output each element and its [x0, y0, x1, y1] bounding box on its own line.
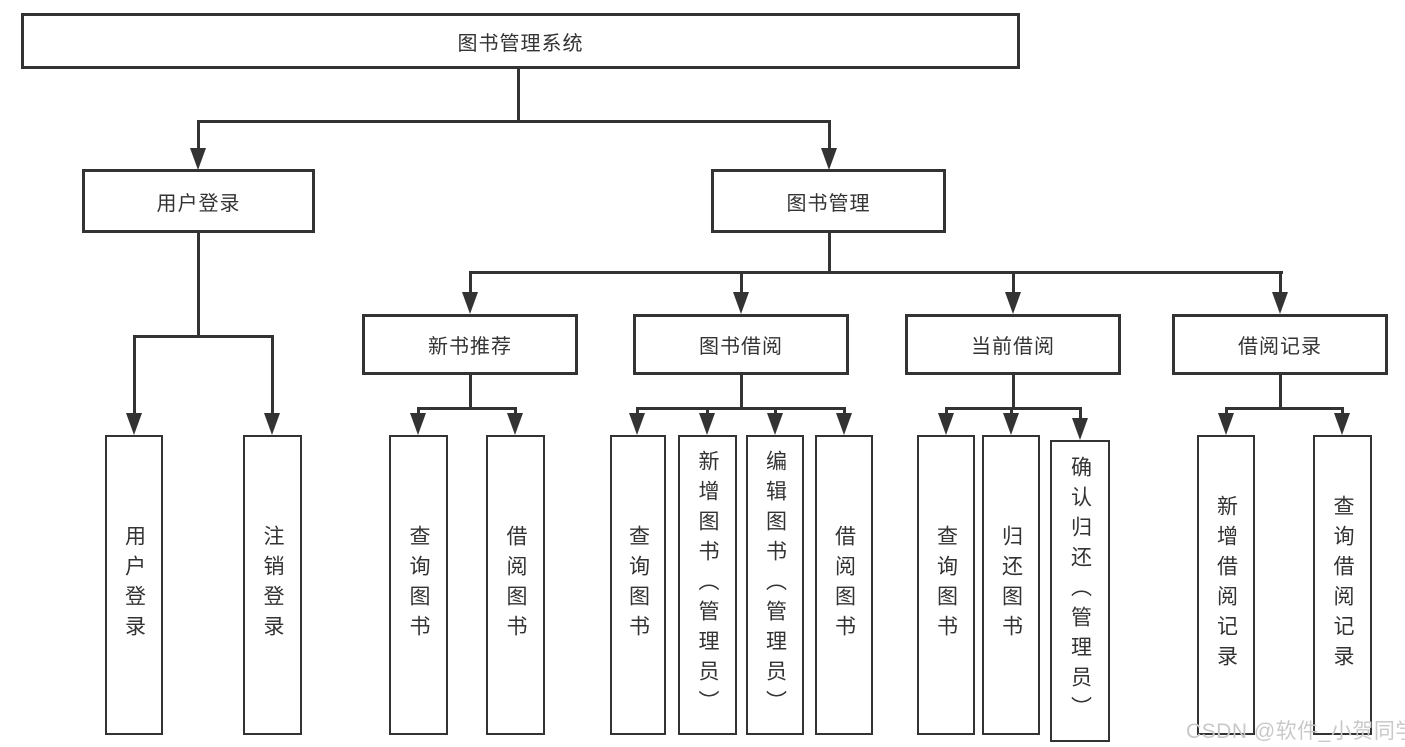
- arrowhead-icon: [410, 413, 426, 435]
- leaf-borrow-add-books-admin-label: 新增图书（管理员）: [696, 450, 719, 720]
- tree-line: [945, 407, 1082, 410]
- leaf-borrow-query-books-label: 查询图书: [626, 525, 650, 645]
- tree-line: [417, 407, 517, 410]
- tree-line: [133, 335, 274, 338]
- arrowhead-icon: [836, 413, 852, 435]
- tree-line: [774, 407, 777, 416]
- tree-line: [1341, 407, 1344, 416]
- leaf-borrow-edit-books-admin: 编辑图书（管理员）: [746, 435, 804, 735]
- leaf-borrow-borrow-books-label: 借阅图书: [832, 525, 856, 645]
- tree-line: [843, 407, 846, 416]
- tree-line: [197, 233, 200, 337]
- arrowhead-icon: [190, 148, 206, 170]
- leaf-records-query-record: 查询借阅记录: [1313, 435, 1372, 735]
- tree-line: [828, 233, 831, 273]
- leaf-current-confirm-return-admin: 确认归还（管理员）: [1050, 440, 1110, 742]
- leaf-current-query-books-label: 查询图书: [934, 525, 958, 645]
- arrowhead-icon: [1072, 418, 1088, 440]
- leaf-records-query-record-label: 查询借阅记录: [1331, 495, 1354, 675]
- tree-line: [417, 407, 420, 416]
- tree-line: [1012, 374, 1015, 409]
- arrowhead-icon: [507, 413, 523, 435]
- arrowhead-icon: [733, 292, 749, 314]
- node-current-borrow: 当前借阅: [905, 314, 1121, 375]
- leaf-logout-label: 注销登录: [261, 525, 284, 645]
- leaf-user-login-label: 用户登录: [122, 525, 146, 645]
- node-new-book-recommend-label: 新书推荐: [428, 336, 512, 358]
- tree-line: [469, 271, 1283, 274]
- node-user-login: 用户登录: [82, 169, 315, 233]
- tree-line: [197, 120, 200, 152]
- leaf-newbook-query-books-label: 查询图书: [407, 525, 430, 645]
- leaf-logout: 注销登录: [243, 435, 302, 735]
- arrowhead-icon: [767, 413, 783, 435]
- arrowhead-icon: [1005, 292, 1021, 314]
- node-root-label: 图书管理系统: [457, 32, 584, 55]
- tree-line: [271, 335, 274, 417]
- leaf-user-login: 用户登录: [105, 435, 163, 735]
- tree-line: [828, 120, 831, 152]
- tree-line: [740, 271, 743, 295]
- arrowhead-icon: [1218, 413, 1234, 435]
- tree-line: [1225, 407, 1228, 416]
- tree-line: [197, 120, 831, 123]
- tree-line: [1225, 407, 1344, 410]
- tree-line: [514, 407, 517, 416]
- leaf-newbook-borrow-books-label: 借阅图书: [504, 525, 527, 645]
- leaf-borrow-query-books: 查询图书: [610, 435, 666, 735]
- tree-line: [636, 407, 639, 416]
- node-new-book-recommend: 新书推荐: [362, 314, 578, 375]
- tree-line: [1079, 407, 1082, 420]
- tree-line: [469, 271, 472, 295]
- node-root-library-system: 图书管理系统: [21, 13, 1020, 69]
- node-book-borrow: 图书借阅: [633, 314, 849, 375]
- node-book-borrow-label: 图书借阅: [699, 336, 783, 358]
- arrowhead-icon: [462, 292, 478, 314]
- arrowhead-icon: [1272, 292, 1288, 314]
- arrowhead-icon: [1003, 413, 1019, 435]
- tree-line: [133, 335, 136, 417]
- arrowhead-icon: [1334, 413, 1350, 435]
- tree-line: [636, 407, 846, 410]
- tree-line: [1279, 374, 1282, 409]
- tree-line: [706, 407, 709, 416]
- tree-line: [1279, 271, 1282, 295]
- arrowhead-icon: [821, 148, 837, 170]
- tree-line: [945, 407, 948, 416]
- leaf-newbook-borrow-books: 借阅图书: [486, 435, 545, 735]
- node-user-login-label: 用户登录: [156, 192, 241, 215]
- node-borrow-records: 借阅记录: [1172, 314, 1388, 375]
- leaf-current-return-books-label: 归还图书: [999, 525, 1023, 645]
- leaf-records-add-record: 新增借阅记录: [1197, 435, 1255, 735]
- node-book-management: 图书管理: [711, 169, 946, 233]
- csdn-watermark: CSDN @软件_小贺同学: [1186, 720, 1405, 743]
- node-borrow-records-label: 借阅记录: [1238, 336, 1322, 358]
- leaf-borrow-edit-books-admin-label: 编辑图书（管理员）: [763, 450, 787, 720]
- tree-line: [469, 374, 472, 409]
- arrowhead-icon: [264, 413, 280, 435]
- tree-line: [517, 69, 520, 121]
- tree-line: [1012, 271, 1015, 295]
- leaf-current-query-books: 查询图书: [917, 435, 975, 735]
- leaf-current-confirm-return-admin-label: 确认归还（管理员）: [1068, 456, 1092, 726]
- leaf-newbook-query-books: 查询图书: [389, 435, 448, 735]
- arrowhead-icon: [126, 413, 142, 435]
- node-current-borrow-label: 当前借阅: [971, 336, 1055, 358]
- tree-line: [1010, 407, 1013, 416]
- arrowhead-icon: [938, 413, 954, 435]
- leaf-current-return-books: 归还图书: [982, 435, 1040, 735]
- node-book-management-label: 图书管理: [786, 192, 871, 215]
- leaf-borrow-borrow-books: 借阅图书: [815, 435, 873, 735]
- leaf-borrow-add-books-admin: 新增图书（管理员）: [678, 435, 737, 735]
- tree-line: [740, 374, 743, 409]
- leaf-records-add-record-label: 新增借阅记录: [1214, 495, 1238, 675]
- arrowhead-icon: [699, 413, 715, 435]
- arrowhead-icon: [629, 413, 645, 435]
